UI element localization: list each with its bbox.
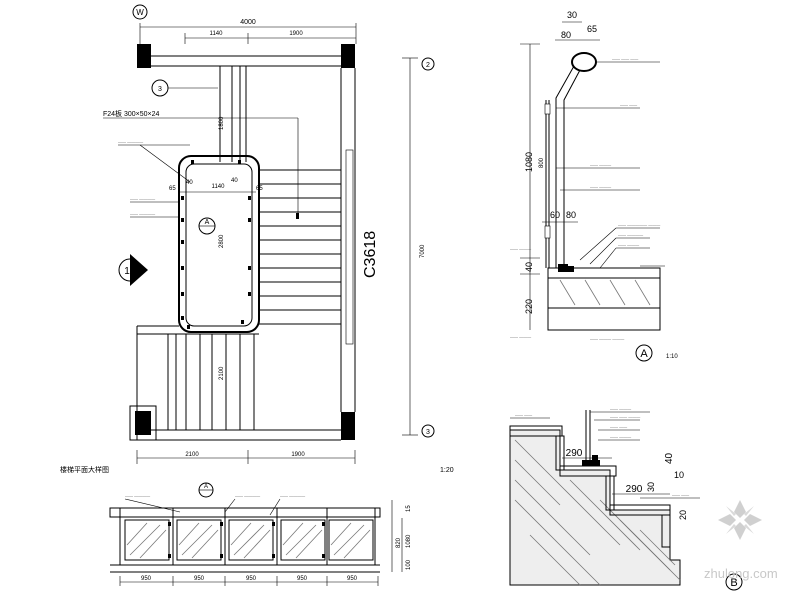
svg-text:—— —— ———: —— —— ———: [610, 414, 640, 419]
section-marker-1: 1: [118, 254, 148, 286]
det-a-dim-30: 30: [567, 10, 577, 20]
dim-bottom-a: 2100: [185, 452, 199, 458]
elev-callout: A: [204, 484, 208, 490]
dim-mid-w: 1140: [212, 184, 226, 190]
dim-7000: 7000: [420, 244, 426, 258]
dim-top-b: 1900: [289, 31, 303, 37]
electrical-box: [129, 405, 157, 441]
dim-top-total: 4000: [240, 19, 256, 26]
section-number: 1: [124, 266, 130, 277]
det-b-40: 40: [664, 452, 675, 464]
column-top-right: [341, 44, 355, 68]
det-a-dim-65: 65: [587, 24, 597, 34]
axis-marker-top: W: [132, 4, 148, 20]
svg-text:—— ——: —— ——: [515, 412, 532, 417]
detail-b-section: 290 290 40 10 30 20 —— ——— —— —— ——— —— …: [509, 406, 743, 591]
panel-width-5: 950: [347, 576, 358, 582]
dim-40a: 40: [186, 180, 193, 186]
svg-text:—— ——— ———: —— ——— ———: [590, 336, 624, 341]
plan-scale: 1:20: [440, 467, 454, 474]
svg-text:—— ——: —— ——: [620, 102, 637, 107]
det-b-label: B: [730, 577, 737, 589]
hatch-lines: [514, 439, 681, 586]
elev-dim-100: 100: [406, 559, 412, 570]
dim-1800: 1800: [219, 116, 225, 130]
callout-3: 3: [158, 86, 162, 93]
axis-right-bottom: 3: [426, 429, 430, 436]
handrail-section: [571, 52, 597, 72]
balusters: [181, 160, 251, 329]
svg-text:—— ———: —— ———: [510, 334, 531, 339]
concrete-mass: [509, 429, 681, 586]
elev-dim-820: 820: [396, 537, 402, 548]
axis-label-top: W: [136, 8, 144, 17]
stair-plan-view: W 4000 1140 1900: [60, 4, 454, 474]
svg-text:—— ———: —— ———: [590, 162, 611, 167]
svg-text:—— —— ——: —— —— ——: [612, 56, 638, 61]
treads-upper: [259, 169, 341, 325]
det-a-dim-220: 220: [524, 299, 534, 314]
det-a-dim-40: 40: [524, 262, 534, 272]
railing-elevation: A —— ———— —— ———— —— ————: [109, 482, 412, 586]
panel-width-1: 950: [141, 576, 152, 582]
detail-a-section: 30 80 65 —— —— —— —— —— —— ——— —— ——— 10…: [510, 10, 678, 362]
callout-a-plan: A: [205, 219, 210, 226]
handrail-inner: [185, 163, 253, 327]
panel-width-3: 950: [246, 576, 257, 582]
svg-text:—— ———: —— ———: [510, 246, 531, 251]
svg-text:—— ————: —— ————: [618, 232, 643, 237]
svg-text:—— ———: —— ———: [590, 184, 611, 189]
svg-text:—— ———: —— ———: [618, 242, 639, 247]
axis-right-top: 2: [426, 62, 430, 69]
plan-caption: 楼梯平面大样图: [60, 465, 109, 474]
det-b-290b: 290: [626, 484, 643, 495]
svg-text:—— ———: —— ———: [610, 434, 631, 439]
column-bottom-right: [341, 412, 355, 440]
dim-top-a: 1140: [210, 31, 224, 37]
dim-65: 65: [169, 186, 176, 192]
dim-40b: 40: [231, 178, 238, 184]
svg-text:—— ————: —— ————: [280, 493, 305, 498]
dim-2100v: 2100: [219, 366, 225, 380]
det-b-10: 10: [674, 470, 684, 480]
panel-width-4: 950: [297, 576, 308, 582]
top-dimensions: 4000 1140 1900: [139, 19, 357, 44]
det-b-30: 30: [646, 482, 656, 492]
det-b-20: 20: [678, 510, 688, 520]
window-c3618: [345, 149, 354, 345]
lower-stringers: [167, 334, 255, 430]
svg-text:—— ————: —— ————: [235, 493, 260, 498]
svg-text:—— ————: —— ————: [118, 139, 143, 144]
stair-code: C3618: [362, 231, 379, 278]
panel-width-2: 950: [194, 576, 205, 582]
svg-text:—— ——: —— ——: [610, 424, 627, 429]
det-a-label: A: [640, 348, 648, 360]
glass-panels: [124, 508, 374, 565]
elev-dim-15: 15: [406, 505, 412, 512]
svg-text:—— ————: —— ————: [130, 211, 155, 216]
det-a-dim-80b: 80: [566, 210, 576, 220]
det-a-dim-60: 60: [550, 210, 560, 220]
svg-text:—— ————— ———: —— ————— ———: [618, 222, 660, 227]
handrail-top: [109, 507, 381, 518]
dim-2800: 2800: [219, 234, 225, 248]
dim-bottom-b: 1900: [291, 452, 305, 458]
det-a-dim-80: 80: [561, 30, 571, 40]
svg-text:—— ————: —— ————: [130, 196, 155, 201]
handrail-outer: [178, 155, 260, 333]
det-a-dim-800: 800: [539, 157, 545, 168]
watermark: zhulong.com: [704, 500, 778, 581]
svg-text:—— ——: —— ——: [672, 492, 689, 497]
det-b-290a: 290: [566, 448, 583, 459]
column-top-left: [137, 44, 151, 68]
det-a-dim-1080: 1080: [524, 152, 534, 172]
watermark-text: zhulong.com: [704, 566, 778, 581]
watermark-logo-icon: [718, 500, 762, 540]
elev-dim-1080: 1080: [406, 534, 412, 548]
svg-text:—— ———: —— ———: [610, 406, 631, 411]
det-a-scale: 1:10: [666, 354, 678, 360]
svg-text:—— ————: —— ————: [125, 493, 150, 498]
spec-note: F24板 300×50×24: [103, 109, 160, 118]
